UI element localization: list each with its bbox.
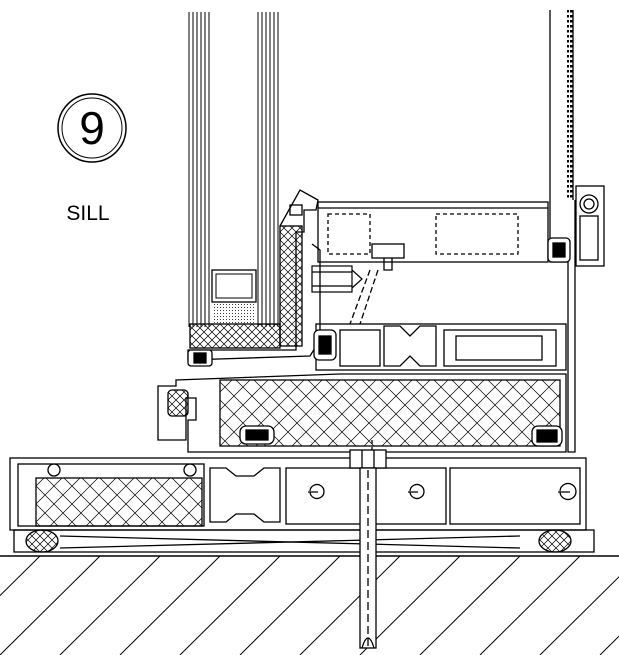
base-insulation-left (35, 477, 203, 527)
glazing-unit (188, 12, 281, 349)
setting-block (189, 323, 281, 349)
thermal-break-clip (371, 243, 405, 259)
backer-rod-left (25, 529, 59, 553)
desiccant-fill (212, 302, 256, 324)
detail-label: SILL (66, 202, 109, 225)
outer-frame (547, 10, 605, 453)
sill-subframe (157, 373, 567, 456)
backer-rod-right (538, 529, 572, 553)
frame-top-profile (317, 201, 549, 325)
detail-callout: 9 SILL (57, 93, 127, 225)
anchor-bolt (349, 449, 387, 649)
weather-seal-block (575, 185, 605, 267)
middle-profile (313, 323, 567, 371)
bottom-plate (13, 529, 595, 553)
sill-insulation (219, 379, 561, 447)
polyamide-bridge-mid (383, 325, 437, 367)
sill-gasket-left (167, 389, 189, 417)
glass-spacer (211, 269, 257, 303)
sash-insulation (279, 225, 303, 347)
base-sill-profile (9, 457, 587, 531)
anchor-screw (311, 265, 363, 293)
serrated-edge (567, 10, 573, 200)
detail-number: 9 (79, 102, 105, 154)
polyamide-bridge-base (209, 467, 281, 523)
concrete-substrate (0, 555, 619, 655)
detail-number-circle (57, 93, 127, 163)
